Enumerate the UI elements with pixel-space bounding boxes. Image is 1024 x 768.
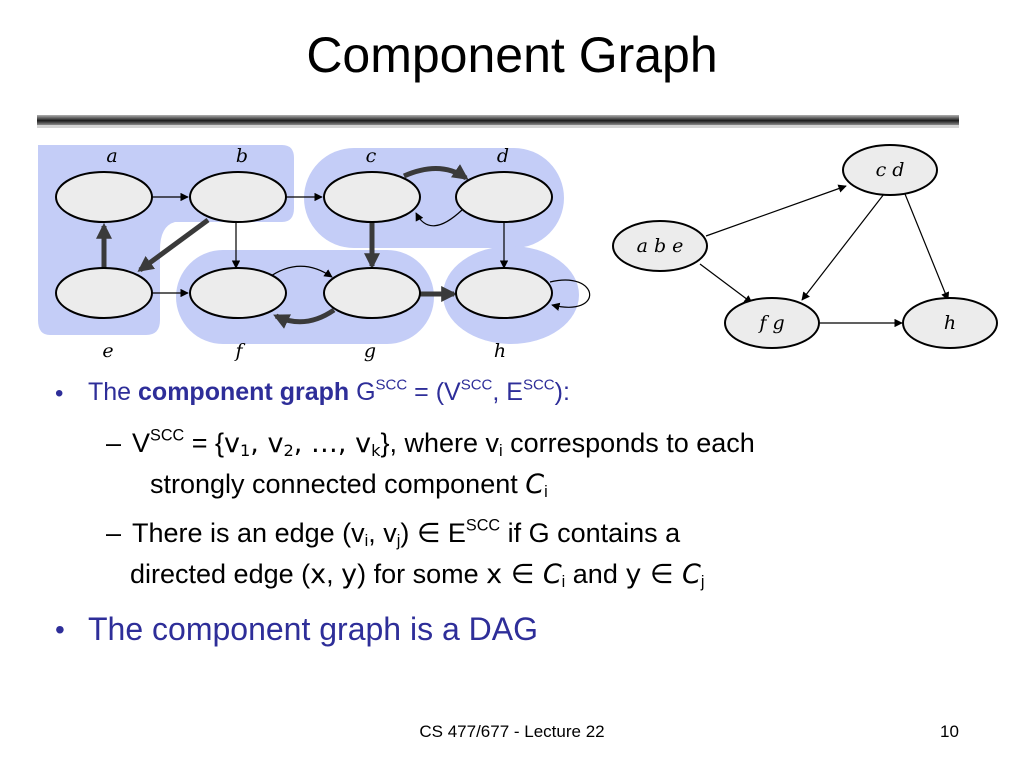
vertex-c (323, 171, 421, 223)
vertex-b (189, 171, 287, 223)
edge-g-f-bold (273, 307, 336, 329)
cg-edge-cd-fg (801, 193, 885, 301)
vertex-g (323, 267, 421, 319)
sub-bullet-vertices: VSCC = {v1, v2, …, vk}, where vi corresp… (132, 426, 755, 461)
vertex-a (55, 171, 153, 223)
edge-d-c (415, 209, 463, 227)
vertex-h (455, 267, 553, 319)
vertex-label-a: a (106, 145, 117, 167)
cg-edge-cd-h (904, 193, 950, 301)
cg-edge-abe-cd (705, 184, 847, 237)
cg-node-abe (612, 220, 708, 272)
vertex-label-c: c (366, 145, 377, 167)
sub-bullet-dash: – (106, 518, 122, 548)
edge-c-d-bold (402, 164, 469, 181)
edge-b-e-bold (137, 217, 210, 273)
sub-bullet-edges-cont: directed edge (x, y) for some x ∈ Ci and… (130, 559, 705, 592)
edge-f-g (267, 265, 333, 279)
vertex-label-d: d (497, 145, 509, 167)
cg-label-fg: f g (757, 312, 784, 334)
bullet-dot: • (55, 614, 65, 645)
cg-label-h: h (944, 312, 956, 334)
bullet-dag: The component graph is a DAG (88, 611, 539, 647)
cg-node-h (902, 297, 998, 349)
cg-node-cd (842, 144, 938, 196)
cg-edge-abe-fg (699, 263, 753, 304)
vertex-label-f: f (233, 340, 245, 362)
bullet-dot: • (55, 380, 64, 407)
slide-title: Component Graph (306, 27, 718, 83)
title-divider-shadow (37, 125, 959, 128)
vertex-e (55, 267, 153, 319)
edge-h-h (549, 279, 591, 311)
vertex-label-h: h (494, 340, 506, 362)
title-divider (37, 115, 959, 125)
sub-bullet-vertices-cont: strongly connected component Ci (150, 469, 548, 502)
cg-node-fg (724, 297, 820, 349)
vertex-f (189, 267, 287, 319)
cg-label-abe: a b e (637, 235, 684, 257)
sub-bullet-dash: – (106, 428, 122, 458)
vertex-label-g: g (364, 340, 376, 362)
footer-page-number: 10 (940, 722, 959, 741)
sub-bullet-edges: There is an edge (vi, vj) ∈ ESCC if G co… (132, 516, 681, 551)
cg-label-cd: c d (876, 159, 905, 181)
bullet-component-graph-def: The component graph GSCC = (VSCC, ESCC): (88, 376, 570, 407)
vertex-label-e: e (102, 340, 113, 362)
footer-course: CS 477/677 - Lecture 22 (419, 722, 605, 741)
vertex-label-b: b (236, 145, 248, 167)
vertex-d (455, 171, 553, 223)
